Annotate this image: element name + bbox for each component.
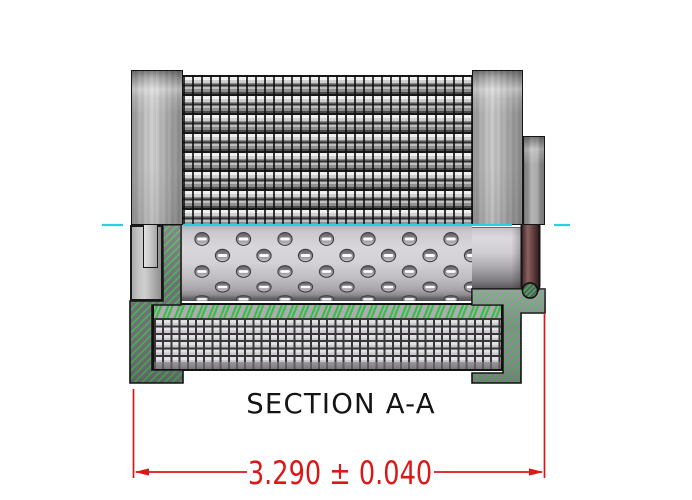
dimension-lines [132,313,546,478]
core-tube-holes [194,232,472,301]
section-title: SECTION A-A [246,388,436,420]
right-cap-hatch [471,288,546,384]
dimension-text: 3.290 ± 0.040 [247,454,433,492]
media-grid [154,318,501,362]
filter-mesh-bottom [152,303,503,371]
media-hatch-row [154,305,501,318]
left-end-cap-groove [143,225,158,268]
left-cap-hatch [129,224,184,384]
left-end-cap [131,70,183,225]
o-ring-cross-section [521,282,539,299]
filter-mesh-top [183,75,472,225]
inner-tube-end [472,227,521,289]
right-end-cap-step [523,136,545,225]
media-bottom-edge [154,362,501,369]
